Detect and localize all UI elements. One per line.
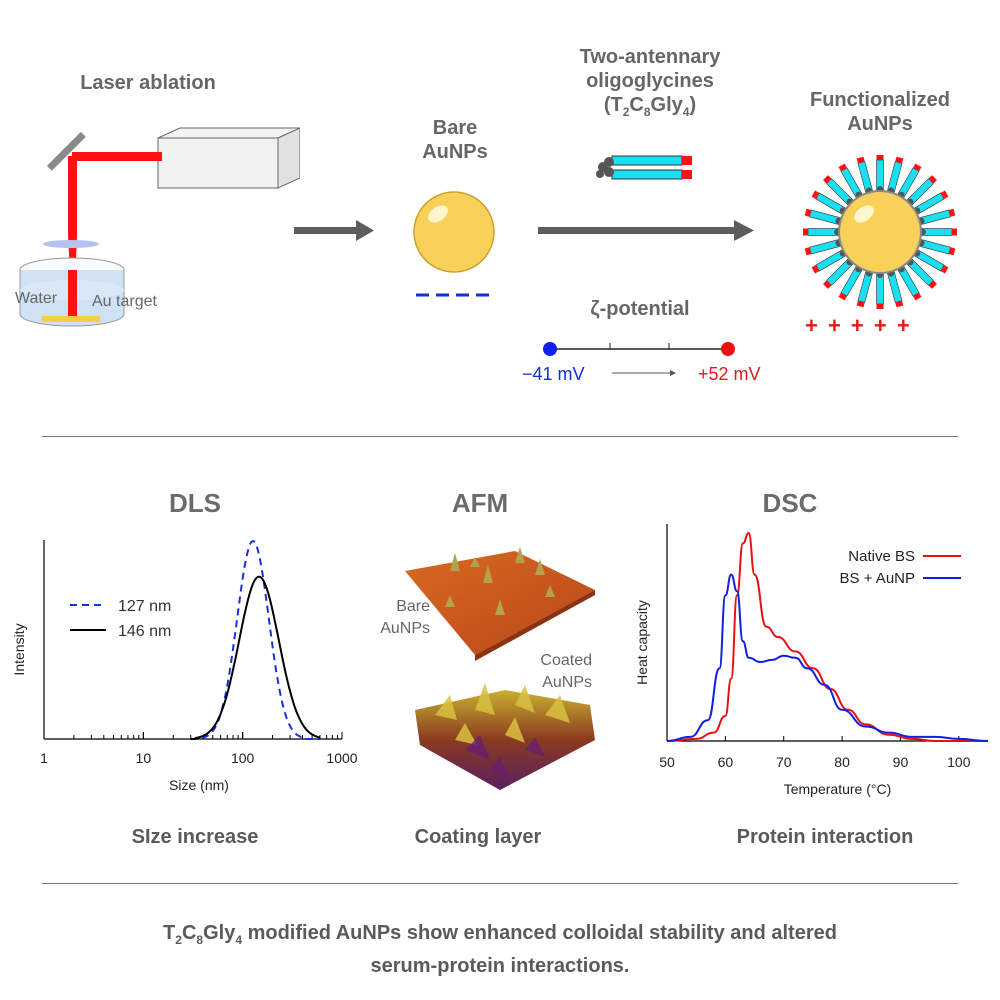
afm-title: AFM <box>451 488 509 518</box>
dsc-x-tick-label: 60 <box>718 754 734 770</box>
dsc-caption: Protein interaction <box>736 826 914 848</box>
footer-line2: serum-protein interactions. <box>370 955 630 977</box>
ligand-formula: (T2C8Gly4) <box>603 94 697 119</box>
laser-ablation-illustration <box>19 127 300 327</box>
dsc-series-1 <box>666 531 988 742</box>
zeta-scale <box>543 342 735 376</box>
au-target-label: Au target <box>92 293 157 310</box>
ligand-title: Two-antennary oligoglycines (T2C8Gly4) <box>540 45 760 124</box>
zeta-right-value: +52 mV <box>698 364 761 384</box>
bare-aunps-title: Bare AuNPs <box>400 116 510 164</box>
antenna-ligand <box>803 228 840 236</box>
bare-title-line2: AuNPs <box>422 141 488 163</box>
divider-top <box>42 436 958 437</box>
antenna-ligand <box>897 163 922 198</box>
dls-caption: SIze increase <box>131 826 259 848</box>
zeta-left-value: −41 mV <box>522 364 585 384</box>
afm-caption: Coating layer <box>414 826 542 848</box>
dsc-x-axis-label: Temperature (°C) <box>784 781 892 797</box>
functionalized-aunp <box>803 155 957 309</box>
dsc-x-tick-label: 70 <box>776 754 792 770</box>
ligand-title-line2: oligoglycines <box>586 70 714 92</box>
footer-line1: T2C8Gly4 modified AuNPs show enhanced co… <box>163 922 837 947</box>
dls-legend-label: 146 nm <box>118 623 171 640</box>
dsc-x-tick-label: 50 <box>659 754 675 770</box>
dsc-x-tick-label: 100 <box>947 754 971 770</box>
dsc-legend-label: BS + AuNP <box>840 570 915 587</box>
antenna-ligand <box>804 208 842 225</box>
dls-x-tick-label: 1000 <box>326 750 357 766</box>
laser-ablation-title: Laser ablation <box>80 72 216 94</box>
positive-charge-signs: + + + + + <box>805 313 912 338</box>
bare-title-line1: Bare <box>432 117 478 139</box>
arrow-to-functionalized <box>538 220 754 241</box>
dls-title: DLS <box>169 488 221 518</box>
antenna-ligand <box>876 272 884 309</box>
dls-x-tick-label: 10 <box>136 750 152 766</box>
dsc-series-2 <box>666 573 989 742</box>
negative-charge-dashes <box>416 293 496 297</box>
water-label: Water <box>15 290 58 307</box>
dsc-legend-label: Native BS <box>848 548 915 565</box>
antenna-ligand <box>897 266 922 301</box>
antenna-ligand <box>876 155 884 192</box>
dls-series-2 <box>190 575 321 740</box>
oligoglycine-molecule <box>596 155 692 180</box>
afm-images <box>405 547 595 790</box>
dls-x-axis-label: Size (nm) <box>169 777 229 793</box>
dls-series-1 <box>190 539 320 740</box>
antenna-ligand <box>906 258 937 289</box>
dls-y-axis-label: Intensity <box>11 623 27 675</box>
dls-legend-label: 127 nm <box>118 598 171 615</box>
dsc-y-axis-label: Heat capacity <box>634 600 650 685</box>
dls-x-tick-label: 1 <box>40 750 48 766</box>
func-title-line2: AuNPs <box>847 113 913 135</box>
ligand-title-line1: Two-antennary <box>579 46 721 68</box>
func-title-line1: Functionalized <box>810 89 950 111</box>
antenna-ligand <box>920 228 957 236</box>
dsc-title: DSC <box>762 488 818 518</box>
functionalized-title: Functionalized AuNPs <box>780 88 980 136</box>
dsc-x-tick-label: 90 <box>893 754 909 770</box>
footer-summary: T2C8Gly4 modified AuNPs show enhanced co… <box>40 920 960 979</box>
bare-aunp-sphere <box>413 191 495 273</box>
zeta-title: ζ-potential <box>590 298 690 320</box>
antenna-ligand <box>838 266 863 301</box>
divider-bottom <box>42 883 958 884</box>
dsc-x-tick-label: 80 <box>834 754 850 770</box>
dls-x-tick-label: 100 <box>231 750 255 766</box>
arrow-to-bare <box>294 220 374 241</box>
